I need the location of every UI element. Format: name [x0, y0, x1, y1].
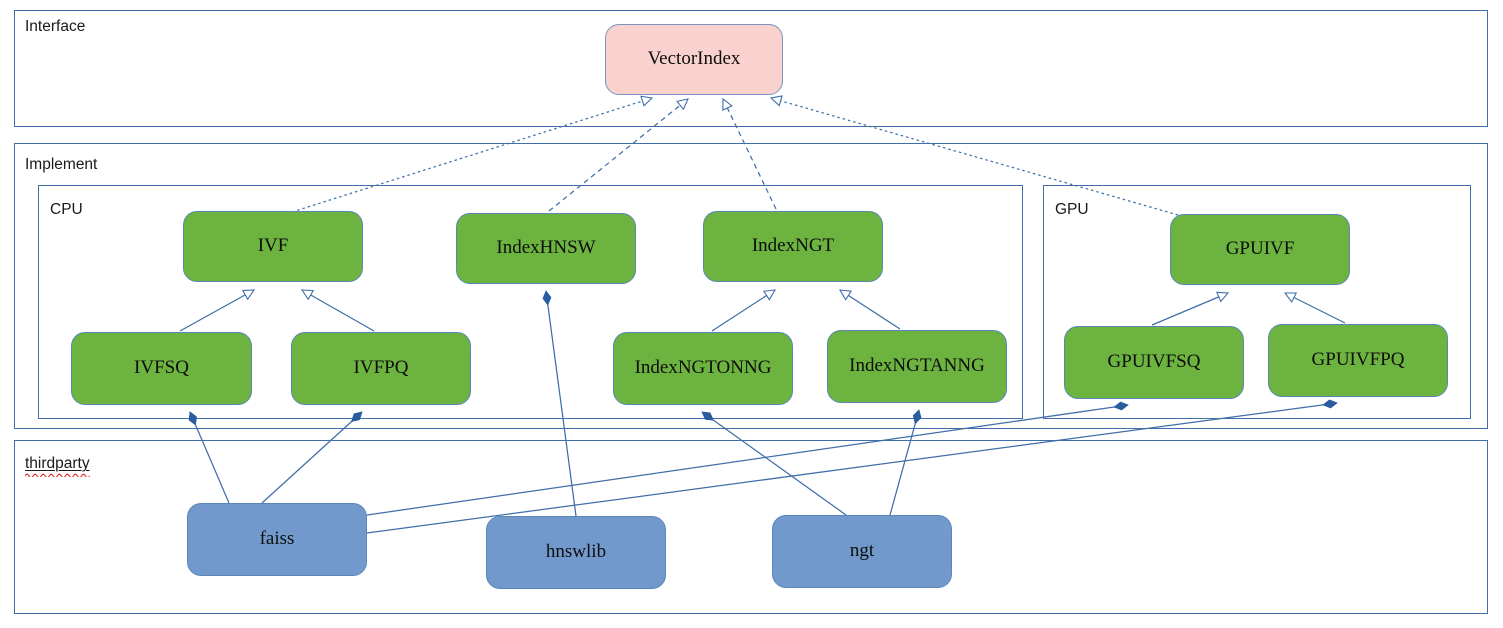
- group-label-interface: Interface: [25, 18, 86, 35]
- group-label-thirdparty-text: thirdparty: [25, 455, 90, 472]
- group-label-thirdparty: thirdparty: [25, 455, 90, 477]
- node-gpuivfsq[interactable]: GPUIVFSQ: [1064, 326, 1244, 399]
- node-hnswlib[interactable]: hnswlib: [486, 516, 666, 589]
- group-label-gpu: GPU: [1055, 201, 1089, 218]
- group-label-implement: Implement: [25, 156, 98, 173]
- node-gpuivf[interactable]: GPUIVF: [1170, 214, 1350, 285]
- node-ivfsq[interactable]: IVFSQ: [71, 332, 252, 405]
- node-indexhnsw[interactable]: IndexHNSW: [456, 213, 636, 284]
- spellcheck-squiggle-icon: [25, 473, 90, 477]
- node-faiss[interactable]: faiss: [187, 503, 367, 576]
- node-ivfpq[interactable]: IVFPQ: [291, 332, 471, 405]
- node-ngt[interactable]: ngt: [772, 515, 952, 588]
- group-label-cpu: CPU: [50, 201, 83, 218]
- node-ivf[interactable]: IVF: [183, 211, 363, 282]
- node-indexngt[interactable]: IndexNGT: [703, 211, 883, 282]
- node-vectorindex[interactable]: VectorIndex: [605, 24, 783, 95]
- node-indexngtanng[interactable]: IndexNGTANNG: [827, 330, 1007, 403]
- node-indexngtonng[interactable]: IndexNGTONNG: [613, 332, 793, 405]
- node-gpuivfpq[interactable]: GPUIVFPQ: [1268, 324, 1448, 397]
